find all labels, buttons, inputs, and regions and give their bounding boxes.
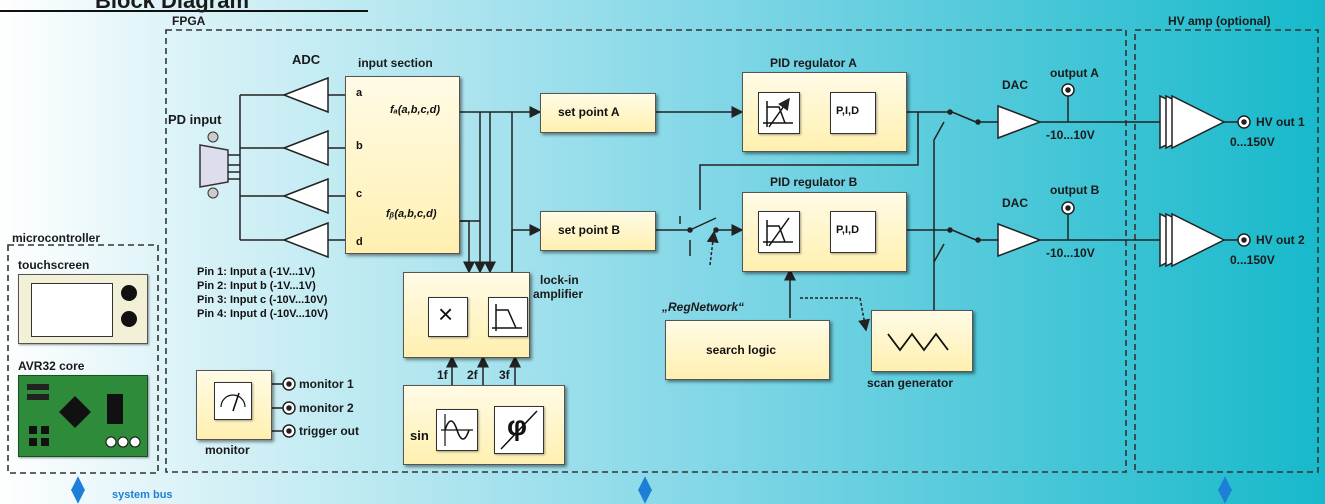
dac-b-icon xyxy=(997,222,1043,258)
phase-shifter-icon xyxy=(494,406,544,454)
monitor-label: monitor xyxy=(205,443,250,457)
range-a-label: -10...10V xyxy=(1046,128,1095,142)
sine-wave-icon xyxy=(436,409,478,451)
hv-range-1-label: 0...150V xyxy=(1230,135,1275,149)
lockin-label-1: lock-in xyxy=(540,273,579,287)
pid-b-pid-label: P,I,D xyxy=(836,224,860,236)
adc-label: ADC xyxy=(292,52,321,67)
freq-3f-label: 3f xyxy=(499,368,510,382)
function-a-label: fₐ(a,b,c,d) xyxy=(390,104,441,116)
pd-input-label: PD input xyxy=(168,112,222,127)
diagram-title: Block Diagram xyxy=(95,0,250,13)
pid-b-filter-icon xyxy=(758,211,800,253)
pid-b-pid-box xyxy=(830,211,876,253)
pid-a-pid-box xyxy=(830,92,876,134)
pid-a-pid-label: P,I,D xyxy=(836,105,860,117)
phase-symbol: φ xyxy=(507,410,528,441)
system-bus-label: system bus xyxy=(112,489,173,501)
hv-range-2-label: 0...150V xyxy=(1230,253,1275,267)
search-logic-label: search logic xyxy=(706,343,777,357)
adc-d-icon xyxy=(281,221,329,259)
hv-amp-region xyxy=(1134,29,1319,473)
multiplier-icon xyxy=(428,297,468,337)
pin-2-label: Pin 2: Input b (-1V...1V) xyxy=(197,280,316,292)
microcontroller-region xyxy=(7,244,159,474)
input-b-label: b xyxy=(356,140,363,152)
adc-b-icon xyxy=(281,129,329,167)
dac-b-label: DAC xyxy=(1002,196,1028,210)
set-point-b-box xyxy=(540,211,656,251)
system-bus-arrows xyxy=(70,476,1233,504)
search-logic-box xyxy=(665,320,830,380)
pid-a-label: PID regulator A xyxy=(770,56,857,70)
output-a-label: output A xyxy=(1050,66,1099,80)
lockin-label-2: amplifier xyxy=(533,287,584,301)
touchscreen-button-bottom xyxy=(121,311,137,327)
microcontroller-label: microcontroller xyxy=(12,231,101,245)
function-b-label: fᵦ(a,b,c,d) xyxy=(386,208,437,220)
pin-1-label: Pin 1: Input a (-1V...1V) xyxy=(197,266,316,278)
gauge-icon xyxy=(214,382,252,420)
touchscreen-display xyxy=(31,283,113,337)
sin-label: sin xyxy=(410,428,429,443)
hv-amp-label: HV amp (optional) xyxy=(1168,14,1271,28)
freq-1f-label: 1f xyxy=(437,368,448,382)
trigger-out-label: trigger out xyxy=(299,424,359,438)
output-b-label: output B xyxy=(1050,183,1100,197)
pid-a-filter-icon xyxy=(758,92,800,134)
fpga-label: FPGA xyxy=(172,14,206,28)
scan-generator-label: scan generator xyxy=(867,376,954,390)
dac-triangles xyxy=(997,104,1043,258)
set-point-a-box xyxy=(540,93,656,133)
input-a-label: a xyxy=(356,87,363,99)
set-point-b-label: set point B xyxy=(558,223,620,237)
pcb-components xyxy=(27,384,141,448)
touchscreen-label: touchscreen xyxy=(18,258,90,272)
freq-2f-label: 2f xyxy=(467,368,478,382)
fpga-region xyxy=(165,29,1127,473)
input-section-label: input section xyxy=(358,56,433,70)
range-b-label: -10...10V xyxy=(1046,246,1095,260)
input-d-label: d xyxy=(356,236,363,248)
pin-3-label: Pin 3: Input c (-10V...10V) xyxy=(197,294,328,306)
scan-generator-box xyxy=(871,310,973,372)
adc-c-icon xyxy=(281,177,329,215)
monitor-2-label: monitor 2 xyxy=(299,401,354,415)
dac-a-icon xyxy=(997,104,1043,140)
hv-amp-triangles xyxy=(1159,94,1226,268)
pid-b-label: PID regulator B xyxy=(770,175,858,189)
avr32-board xyxy=(18,375,148,457)
dac-a-label: DAC xyxy=(1002,78,1028,92)
pin-4-label: Pin 4: Input d (-10V...10V) xyxy=(197,308,329,320)
db9-connector-icon xyxy=(199,131,229,199)
lowpass-icon xyxy=(488,297,528,337)
avr32-label: AVR32 core xyxy=(18,359,85,373)
hv-out-2-label: HV out 2 xyxy=(1256,233,1305,247)
touchscreen-panel xyxy=(18,274,148,344)
touchscreen-button-top xyxy=(121,285,137,301)
set-point-a-label: set point A xyxy=(558,105,620,119)
hv-out-1-label: HV out 1 xyxy=(1256,115,1305,129)
monitor-1-label: monitor 1 xyxy=(299,377,354,391)
adc-a-icon xyxy=(281,76,329,114)
triangle-wave-icon xyxy=(882,318,960,362)
regnetwork-label: „RegNetwork“ xyxy=(662,300,745,314)
input-c-label: c xyxy=(356,188,363,200)
input-section-box xyxy=(345,76,460,254)
multiplier-symbol: × xyxy=(438,299,454,329)
adc-triangles xyxy=(281,76,329,259)
